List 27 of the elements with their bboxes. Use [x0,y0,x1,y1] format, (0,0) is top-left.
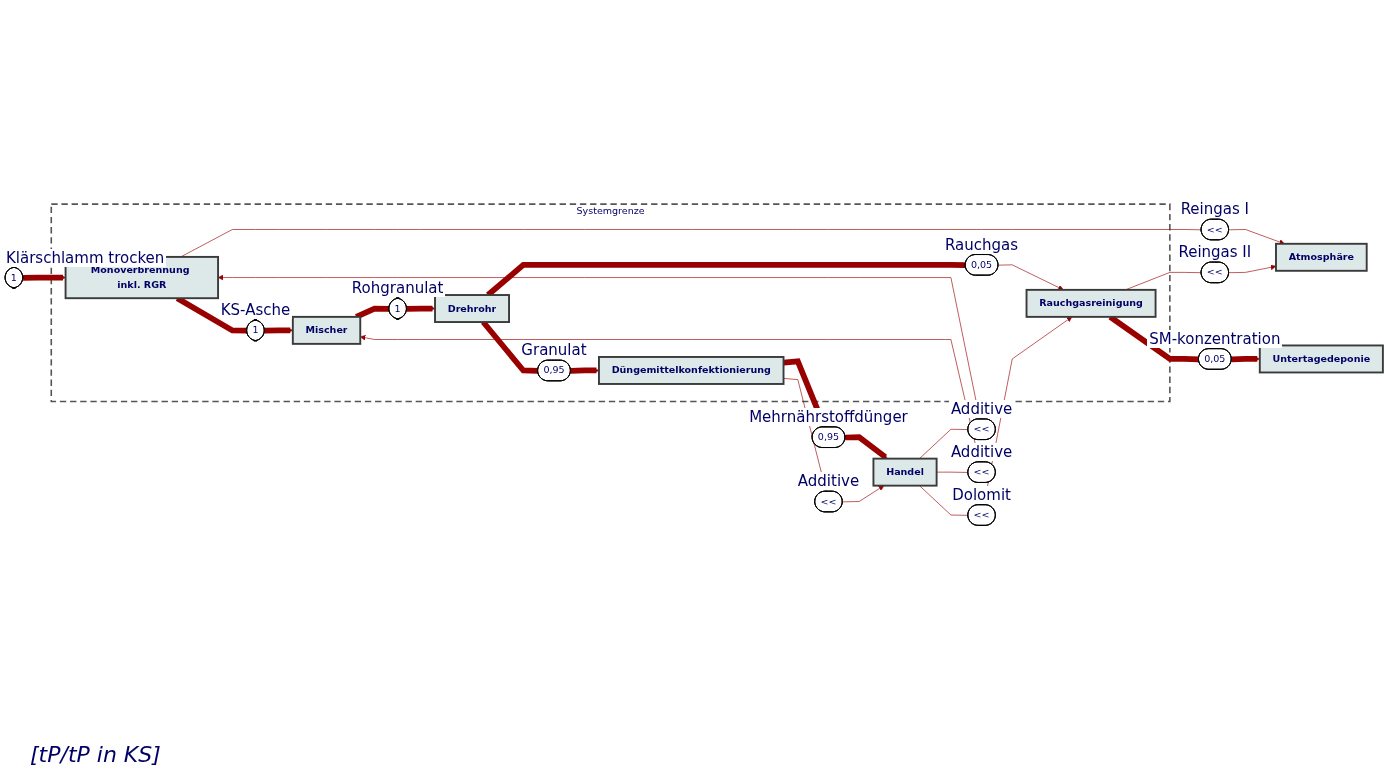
flow-label: Additive [795,472,862,491]
flow-label: Mehrnährstoffdünger [747,408,910,427]
connector [355,305,390,320]
arrow [406,305,436,312]
connector [180,229,1202,258]
arrow [1231,356,1261,363]
flow-label: Rauchgas [943,235,1021,254]
node-box: Atmosphäre [1275,243,1368,273]
arrow [845,434,888,460]
flow-label: Additive [948,400,1015,419]
arrow [264,327,294,334]
flow-label: Additive [948,443,1015,462]
flow-label: SM-konzentration [1147,329,1283,348]
connector [936,472,969,474]
node-box: Drehrohr [434,294,510,324]
node-box: Rauchgasreinigung [1025,289,1157,319]
node-box: Mischer [291,316,362,346]
flow-label: Klärschlamm trocken [4,248,167,267]
flow-label: Dolomit [950,486,1013,504]
connector [919,485,969,516]
arrow [22,274,66,281]
node-box: Untertagedeponie [1258,344,1384,374]
arrow [570,367,600,374]
unit-note: [tP/tP in KS] [30,742,161,767]
node-box: Düngemittelkonfektionierung [598,356,785,386]
connector [1125,272,1202,291]
node-box: Handel [872,457,938,487]
